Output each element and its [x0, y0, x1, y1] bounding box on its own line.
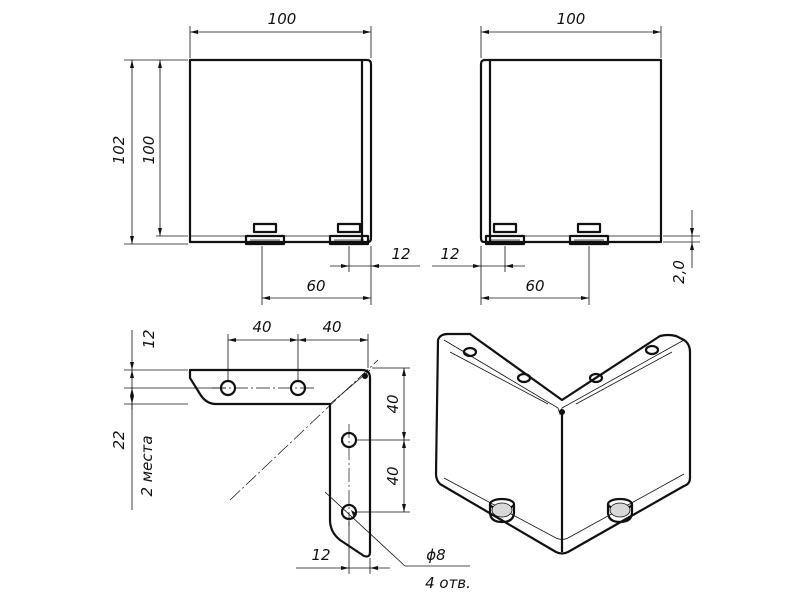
side-hole-offset-dimension: 12	[440, 245, 459, 263]
flat-bottom-offset-dimension: 12	[311, 546, 330, 564]
side-view-foot-right	[568, 222, 610, 246]
iso-hole-2	[516, 372, 532, 384]
front-total-height-dimension: 102	[110, 136, 128, 165]
flat-hole-pitch-b: 40	[322, 318, 341, 336]
iso-hole-4	[644, 344, 660, 356]
iso-foot-left	[488, 497, 516, 524]
side-view: 100 12 60 2,0	[432, 10, 700, 305]
front-view-foot-right	[328, 222, 370, 246]
front-hole-offset-dimension: 12	[391, 245, 410, 263]
side-thickness-dimension: 2,0	[670, 260, 688, 284]
side-view-outline	[479, 58, 663, 244]
front-width-dimension: 100	[268, 10, 297, 28]
flat-hole-diameter-note: ϕ8	[426, 546, 445, 564]
iso-outer-outline	[434, 332, 692, 555]
front-hole-spacing-dimension: 60	[306, 277, 325, 295]
flat-vertical-pitch-a: 40	[384, 394, 402, 413]
flat-places-note: 2 места	[138, 435, 156, 496]
front-view-outline	[188, 58, 373, 244]
side-view-foot-left	[484, 222, 526, 246]
iso-foot-right	[606, 497, 634, 524]
flat-vertical-pitch-b: 40	[384, 466, 402, 485]
isometric-view	[434, 332, 692, 555]
iso-hole-3	[588, 372, 604, 384]
flat-hole-pitch-a: 40	[252, 318, 271, 336]
flat-edge-offset-dimension: 12	[140, 329, 158, 348]
side-width-dimension: 100	[557, 10, 586, 28]
flat-pattern-outline	[188, 368, 372, 558]
front-view-foot-left	[244, 222, 286, 246]
front-view: 100 102 100 12 60	[110, 10, 420, 305]
flat-pattern: 40 40 12 22 2 места 40 40 12 ϕ8 4 отв.	[110, 318, 471, 592]
bend-corner-mark	[362, 373, 368, 379]
iso-corner-mark	[559, 409, 565, 415]
iso-hole-1	[462, 346, 478, 358]
front-height-dimension: 100	[140, 136, 158, 165]
side-hole-spacing-dimension: 60	[525, 277, 544, 295]
flat-hole-count-note: 4 отв.	[425, 574, 471, 592]
flat-flange-width-dimension: 22	[110, 430, 128, 449]
